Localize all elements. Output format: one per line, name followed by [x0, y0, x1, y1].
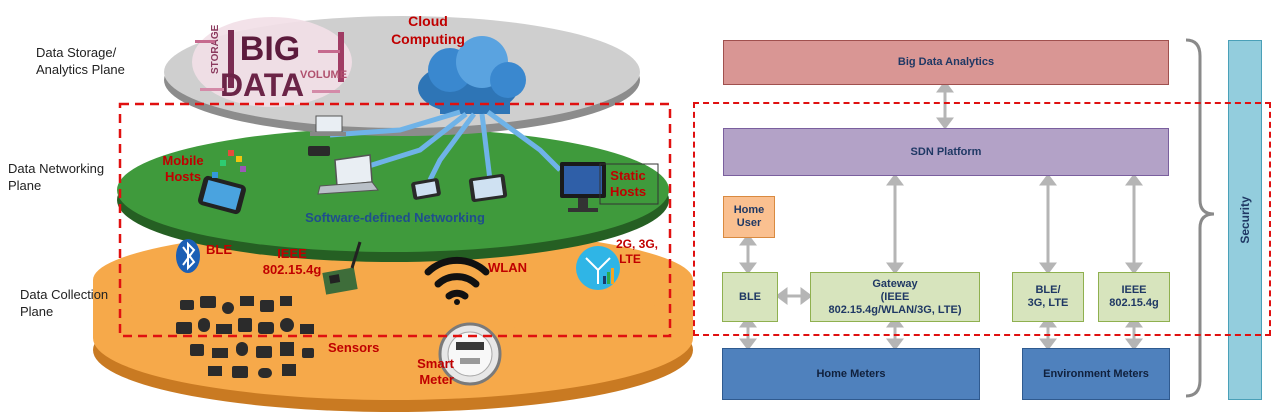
- security-brace: [1185, 38, 1215, 398]
- tablet-icon: [468, 173, 508, 203]
- volume-text: VOLUME: [300, 69, 347, 81]
- static-hosts-frame: [599, 163, 659, 205]
- big-data-word-cloud: BIG DATA STORAGE VOLUME: [192, 17, 352, 107]
- sdn-scope-region: [693, 102, 1271, 336]
- data-networking-plane: [117, 128, 669, 262]
- data-collection-plane: [93, 228, 693, 412]
- big-data-analytics-box: Big Data Analytics: [723, 40, 1169, 85]
- wlan-label: WLAN: [488, 260, 527, 275]
- sensors-label: Sensors: [328, 340, 379, 355]
- laptop-icon: [317, 154, 379, 195]
- ble-label: BLE: [206, 242, 232, 257]
- ieee-module-icon: [322, 241, 362, 295]
- bluetooth-icon: [176, 239, 200, 273]
- home-user-box: Home User: [723, 196, 775, 238]
- smart-meter-icon: [438, 322, 502, 386]
- data-text: DATA: [220, 67, 304, 103]
- environment-meters-box: Environment Meters: [1022, 348, 1170, 400]
- sdn-platform-box: SDN Platform: [723, 128, 1169, 176]
- sdn-label: Software-defined Networking: [305, 210, 485, 225]
- layered-planes-illustration: BIG DATA STORAGE VOLUME: [93, 13, 693, 412]
- cellular-signal-icon: [576, 246, 620, 290]
- ieee-box: IEEE 802.15.4g: [1098, 272, 1170, 322]
- wifi-icon: [424, 256, 490, 305]
- plane-label-networking: Data Networking Plane: [8, 161, 105, 193]
- home-meters-box: Home Meters: [722, 348, 980, 400]
- big-text: BIG: [240, 30, 300, 68]
- smartphone-apps-icon: [197, 150, 247, 215]
- ble-box: BLE: [722, 272, 778, 322]
- sdn-highlight-region: [118, 102, 672, 338]
- desktop-monitor-icon: [560, 162, 606, 212]
- security-bar: Security: [1228, 40, 1262, 400]
- plane-label-storage: Data Storage/ Analytics Plane: [36, 45, 125, 77]
- gateway-box: Gateway (IEEE 802.15.4g/WLAN/3G, LTE): [810, 272, 980, 322]
- small-laptop-icon: [308, 115, 346, 156]
- plane-label-collection: Data Collection Plane: [20, 287, 109, 319]
- storage-text: STORAGE: [210, 24, 221, 74]
- sensors-icon: [176, 296, 314, 378]
- ble-3g-lte-box: BLE/ 3G, LTE: [1012, 272, 1084, 322]
- cellular-label: 2G, 3G,LTE: [616, 237, 658, 266]
- phone-icon: [411, 178, 441, 200]
